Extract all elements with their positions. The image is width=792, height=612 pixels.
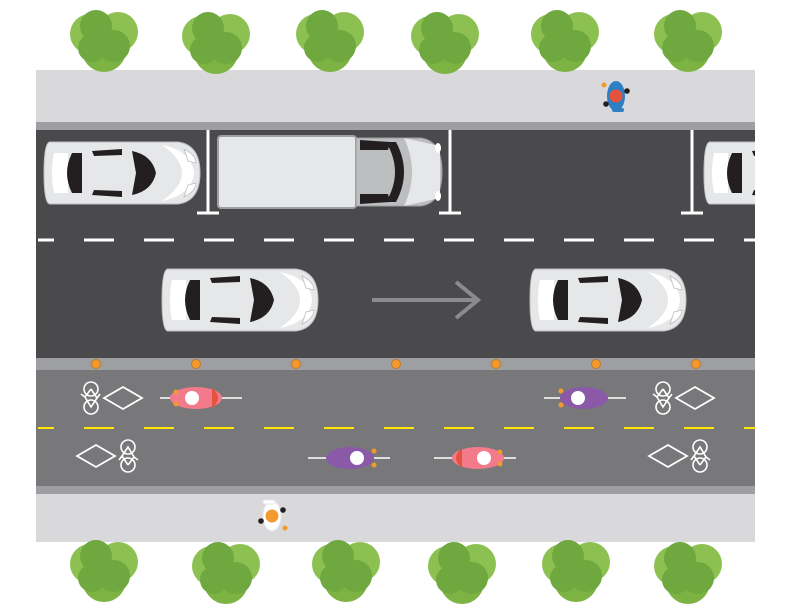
direction-arrow-icon xyxy=(372,280,482,320)
car-icon xyxy=(529,268,687,332)
pedestrian-icon xyxy=(258,499,288,532)
tree-icon xyxy=(428,542,496,604)
tree-icon xyxy=(70,540,138,602)
car-icon xyxy=(161,268,319,332)
cyclist-icon xyxy=(544,387,626,409)
tree-icon xyxy=(192,542,260,604)
cyclist-icon xyxy=(434,447,516,469)
tree-icon xyxy=(411,12,479,74)
bollards xyxy=(91,359,701,369)
bottom-curb xyxy=(36,486,755,494)
top-curb xyxy=(36,122,755,130)
parking-stall-lines xyxy=(197,130,703,215)
tree-icon xyxy=(70,10,138,72)
tree-icon xyxy=(531,10,599,72)
bottom-sidewalk xyxy=(36,493,755,542)
cyclist-icon xyxy=(308,447,390,469)
top-sidewalk xyxy=(36,70,755,122)
tree-icon xyxy=(542,540,610,602)
tree-icon xyxy=(296,10,364,72)
tree-icon xyxy=(654,10,722,72)
cyclist-icon xyxy=(160,387,242,409)
tree-icon xyxy=(312,540,380,602)
car-icon xyxy=(703,141,755,205)
car-icon xyxy=(43,141,201,205)
tree-icon xyxy=(654,542,722,604)
tree-icon xyxy=(182,12,250,74)
pedestrian-icon xyxy=(601,81,630,112)
truck-icon xyxy=(217,135,443,209)
